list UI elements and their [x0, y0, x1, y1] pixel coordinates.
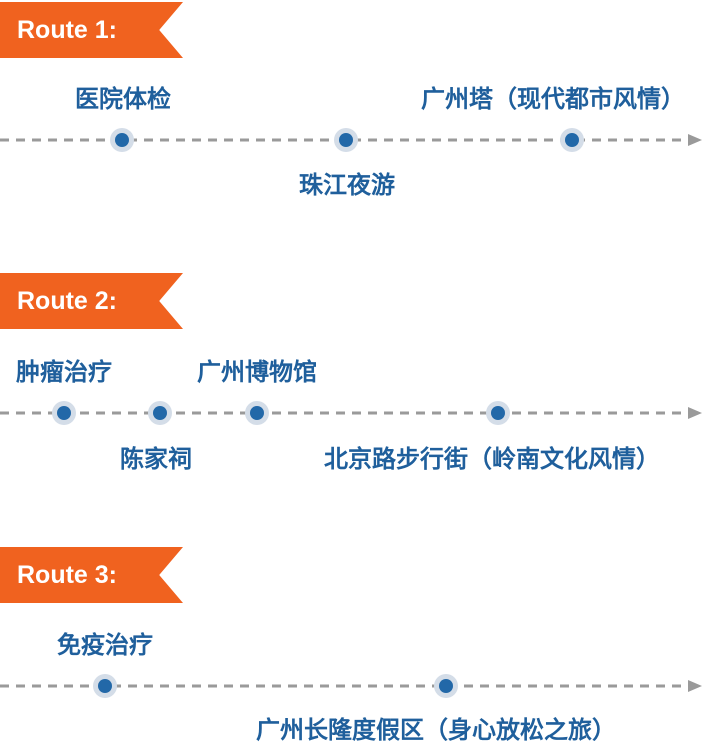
route-2-stop-2-label: 陈家祠 [120, 445, 192, 473]
route-1-tag: Route 1: [0, 2, 183, 58]
route-1-stop-1-label: 医院体检 [75, 85, 171, 113]
route-2-stop-3-marker [245, 401, 269, 425]
route-2-stop-2-marker [148, 401, 172, 425]
route-2-timeline [0, 407, 702, 419]
route-2-stop-1-marker [52, 401, 76, 425]
route-3-stop-1-marker [93, 674, 117, 698]
route-1-stop-1-marker [110, 128, 134, 152]
route-2-dashed-arrow [0, 407, 702, 419]
route-1-stop-2-label: 珠江夜游 [299, 171, 395, 199]
route-3-stop-2-label: 广州长隆度假区（身心放松之旅） [256, 716, 616, 744]
route-1-stop-3-marker [560, 128, 584, 152]
route-2-stop-4-label: 北京路步行街（岭南文化风情） [324, 445, 660, 473]
route-3-stop-2-marker [434, 674, 458, 698]
route-3-stop-1-label: 免疫治疗 [57, 631, 153, 659]
route-1-stop-2-marker [334, 128, 358, 152]
route-2-tag: Route 2: [0, 273, 183, 329]
route-3-tag: Route 3: [0, 547, 183, 603]
route-2-stop-1-label: 肿瘤治疗 [16, 358, 112, 386]
route-1-stop-3-label: 广州塔（现代都市风情） [421, 85, 685, 113]
route-2-stop-3-label: 广州博物馆 [197, 358, 317, 386]
route-2-stop-4-marker [486, 401, 510, 425]
